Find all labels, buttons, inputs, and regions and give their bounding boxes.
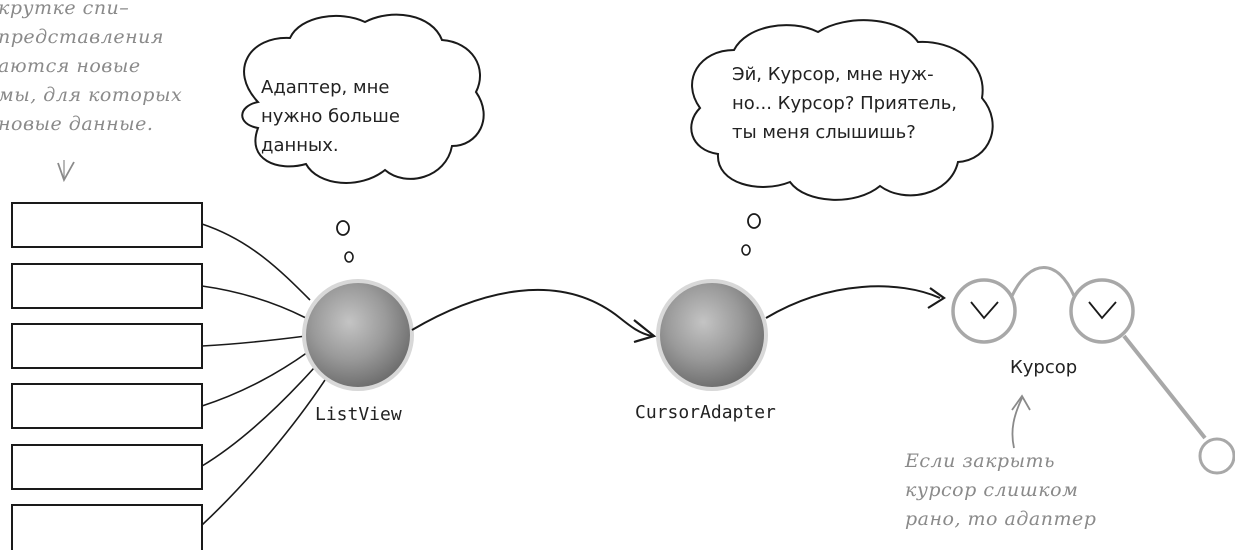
list-item xyxy=(11,383,203,429)
adapter-label: CursorAdapter xyxy=(635,402,776,423)
list-items xyxy=(11,202,203,550)
listview-label: ListView xyxy=(315,404,402,425)
list-item xyxy=(11,504,203,550)
list-item xyxy=(11,263,203,309)
arrow-icon xyxy=(411,289,653,337)
thought-dot xyxy=(741,244,751,256)
list-item xyxy=(11,323,203,369)
thought-dot xyxy=(344,251,354,263)
list-connectors xyxy=(201,223,326,526)
glasses-icon xyxy=(951,266,1235,475)
thought-dot xyxy=(336,220,350,236)
list-item xyxy=(11,202,203,248)
up-arrow-icon xyxy=(1011,397,1023,449)
listview-thought-bubble xyxy=(241,13,485,184)
thought-dot xyxy=(747,213,761,229)
adapter-bubble-text: Эй, Курсор, мне нуж- но... Курсор? Прият… xyxy=(732,64,958,143)
cursor-label: Курсор xyxy=(1010,357,1078,378)
adapter-sphere-icon xyxy=(656,279,768,391)
listview-bubble-text: Адаптер, мне нужно больше данных. xyxy=(261,77,400,156)
top-left-note: крутке спи– представления аются новые мы… xyxy=(0,0,183,135)
list-item xyxy=(11,444,203,490)
bottom-note: Если закрыть курсор слишком рано, то ада… xyxy=(905,450,1097,530)
listview-sphere-icon xyxy=(302,279,414,391)
down-arrow-icon xyxy=(57,161,75,183)
arrow-icon xyxy=(765,285,941,319)
adapter-thought-bubble xyxy=(690,19,994,201)
